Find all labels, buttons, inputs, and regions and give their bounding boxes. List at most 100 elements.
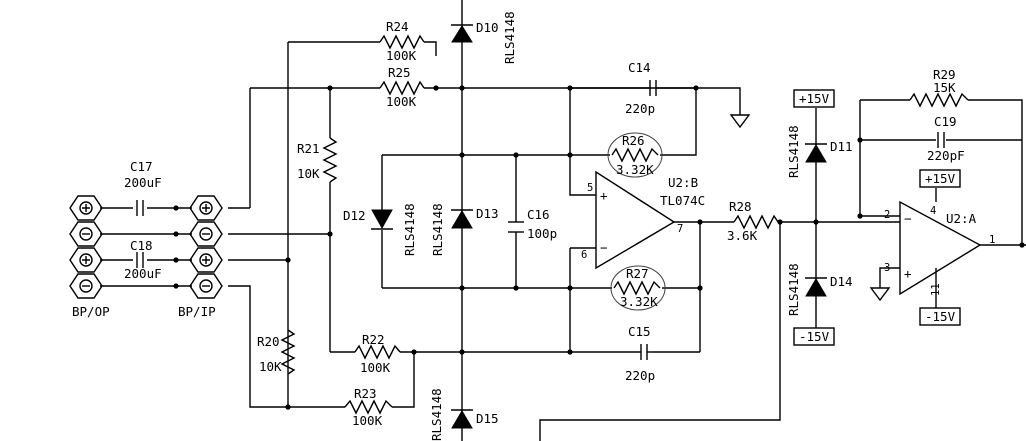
rail-plus-d11: +15V (793, 89, 835, 108)
rail-minus-u2a-label: -15V (925, 309, 956, 324)
r22-ref: R22 (362, 332, 385, 347)
u2b-plus-symbol: + (600, 188, 608, 203)
u2a-pin1: 1 (989, 234, 995, 246)
u2b-minus-symbol: − (600, 240, 608, 255)
r23-ref: R23 (354, 386, 377, 401)
r29-value: 15K (933, 80, 956, 95)
d10-part: RLS4148 (502, 11, 517, 64)
resistor-r28: R28 3.6K (727, 199, 779, 243)
rail-minus-u2a: -15V (919, 307, 961, 326)
u2a-ref: U2:A (946, 211, 977, 226)
r22-value: 100K (360, 360, 391, 375)
d13-part: RLS4148 (430, 203, 445, 256)
u2b-pin7: 7 (677, 223, 683, 235)
resistor-r21: R21 10K (297, 137, 338, 183)
c14-ref: C14 (628, 60, 651, 75)
r25-ref: R25 (388, 65, 411, 80)
c15-value: 220p (625, 368, 655, 383)
capacitor-c14: C14 220p (612, 60, 696, 116)
resistor-r24: R24 100K (379, 19, 425, 63)
c14-value: 220p (625, 101, 655, 116)
diode-d15: D15 RLS4148 (429, 388, 499, 441)
diode-d10: D10 RLS4148 (451, 11, 517, 64)
u2a-pin2: 2 (884, 209, 890, 221)
ground-symbol-c14 (729, 114, 751, 129)
diode-d12: D12 RLS4148 (343, 203, 417, 256)
rail-plus-u2a: +15V (919, 169, 961, 188)
r29-ref: R29 (933, 67, 956, 82)
resistor-r29: R29 15K (909, 67, 969, 108)
rail-plus-u2a-label: +15V (925, 171, 956, 186)
capacitor-c16: C16 100p (508, 207, 557, 241)
resistor-r23: R23 100K (344, 386, 393, 428)
u2b-pin5: 5 (587, 182, 593, 194)
resistor-r20: R20 10K (257, 329, 296, 375)
opamp-u2a: − + 2 3 1 4 11 U2:A (884, 200, 995, 296)
diode-d13: D13 RLS4148 (430, 203, 499, 256)
r24-value: 100K (386, 48, 417, 63)
r23-value: 100K (352, 413, 383, 428)
resistor-r22: R22 100K (354, 332, 401, 375)
r27-value: 3.32K (620, 294, 658, 309)
d12-part: RLS4148 (402, 203, 417, 256)
r26-ref: R26 (622, 133, 645, 148)
r20-ref: R20 (257, 334, 280, 349)
c18-ref: C18 (130, 238, 153, 253)
u2b-ref: U2:B (668, 175, 698, 190)
u2a-minus-symbol: − (904, 211, 912, 226)
r26-value: 3.32K (616, 162, 654, 177)
rail-plus-label: +15V (799, 91, 830, 106)
d15-part: RLS4148 (429, 388, 444, 441)
c18-value: 200uF (124, 266, 162, 281)
bp-ip-label: BP/IP (178, 304, 216, 319)
capacitor-c17: C17 200uF (124, 159, 162, 216)
c16-ref: C16 (527, 207, 550, 222)
u2b-pin6: 6 (581, 249, 587, 261)
r27-ref: R27 (626, 266, 649, 281)
d15-ref: D15 (476, 411, 499, 426)
diode-d11: D11 RLS4148 (786, 125, 853, 178)
resistor-r25: R25 100K (379, 65, 425, 109)
d11-ref: D11 (830, 139, 853, 154)
rail-minus-d14: -15V (793, 327, 835, 346)
resistor-r26: R26 3.32K (607, 132, 663, 178)
capacitor-c18: C18 200uF (124, 238, 162, 281)
d12-ref: D12 (343, 208, 366, 223)
r21-value: 10K (297, 166, 320, 181)
d11-part: RLS4148 (786, 125, 801, 178)
c15-ref: C15 (628, 324, 651, 339)
junctions (173, 85, 1025, 410)
c19-ref: C19 (934, 114, 957, 129)
c19-value: 220pF (927, 148, 965, 163)
r24-ref: R24 (386, 19, 409, 34)
r25-value: 100K (386, 94, 417, 109)
d14-ref: D14 (830, 274, 853, 289)
ground-symbol-u2a (869, 282, 891, 302)
d13-ref: D13 (476, 206, 499, 221)
c17-value: 200uF (124, 175, 162, 190)
diode-d14: D14 RLS4148 (786, 263, 853, 316)
capacitor-c19: C19 220pF (927, 114, 965, 163)
rail-minus-label: -15V (799, 329, 830, 344)
u2a-pin11: 11 (930, 283, 942, 296)
connector-bp-op: BP/OP (69, 195, 110, 319)
c16-value: 100p (527, 226, 557, 241)
u2b-part: TL074C (660, 193, 705, 208)
u2a-pin4: 4 (930, 205, 936, 217)
u2a-pin3: 3 (884, 262, 890, 274)
r21-ref: R21 (297, 141, 320, 156)
d10-ref: D10 (476, 20, 499, 35)
u2a-plus-symbol: + (904, 266, 912, 281)
c17-ref: C17 (130, 159, 153, 174)
r28-ref: R28 (729, 199, 752, 214)
r28-value: 3.6K (727, 228, 758, 243)
d14-part: RLS4148 (786, 263, 801, 316)
opamp-u2b: + − 5 6 7 U2:B TL074C (581, 170, 705, 270)
connector-bp-ip: BP/IP (178, 195, 223, 319)
bp-op-label: BP/OP (72, 304, 110, 319)
capacitor-c15: C15 220p (608, 324, 655, 383)
resistor-r27: R27 3.32K (610, 265, 666, 311)
wires (100, 0, 1026, 441)
r20-value: 10K (259, 359, 282, 374)
